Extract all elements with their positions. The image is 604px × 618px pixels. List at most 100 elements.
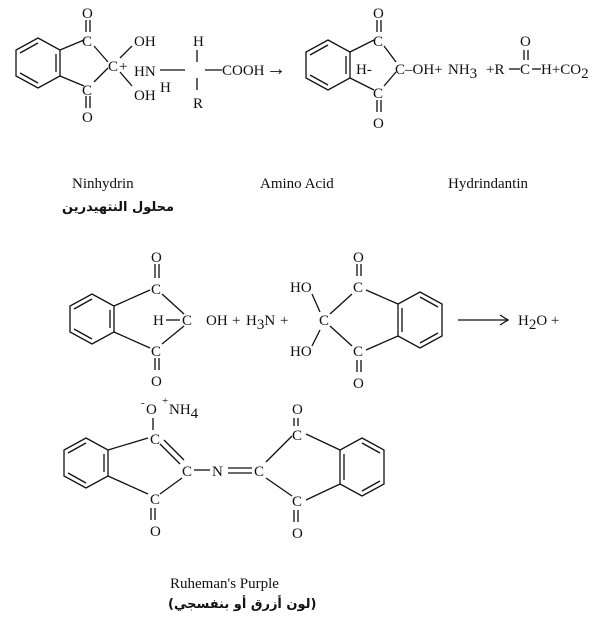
atom-label: OH bbox=[206, 313, 228, 329]
hydrindantin-structure: O C H- C –OH+ C O bbox=[305, 6, 443, 132]
atom-label: O bbox=[146, 402, 157, 418]
reactant-bond bbox=[161, 325, 185, 345]
reactant2-ring-double-bond bbox=[419, 332, 439, 344]
atom-label: H+CO2 bbox=[541, 62, 589, 82]
purple-ring-double-bond bbox=[361, 442, 381, 454]
plus-sign: + bbox=[280, 313, 288, 329]
reactant-ring-double-bond bbox=[73, 328, 93, 340]
atom-label: C bbox=[150, 432, 160, 448]
reactant2-benzene-ring bbox=[397, 291, 443, 349]
atom-label: HN bbox=[134, 64, 156, 80]
atom-label: C bbox=[353, 280, 363, 296]
reactant2-bond bbox=[329, 325, 353, 347]
charge-label: + bbox=[162, 395, 168, 407]
caption-ruhemans-purple: Ruheman's Purple bbox=[170, 576, 279, 592]
ninhydrin-benzene-ring bbox=[15, 37, 61, 89]
atom-label: COOH bbox=[222, 63, 265, 79]
purple-double-bond bbox=[163, 439, 185, 461]
charge-label: - bbox=[141, 397, 145, 409]
atom-label: H- bbox=[356, 62, 372, 78]
hydrindantin-reactant-structure: O C H C OH + C O bbox=[69, 250, 240, 390]
atom-label: O bbox=[151, 374, 162, 390]
atom-label: +R bbox=[486, 62, 504, 78]
atom-label: C bbox=[108, 59, 118, 75]
caption-amino-acid: Amino Acid bbox=[260, 176, 334, 192]
atom-label: C bbox=[254, 464, 264, 480]
atom-label: C bbox=[82, 34, 92, 50]
atom-label: O bbox=[373, 6, 384, 22]
atom-label: O bbox=[373, 116, 384, 132]
reactant2-ring-double-bond bbox=[419, 296, 439, 308]
water-product-label: H2O + bbox=[518, 313, 559, 333]
purple-left-benzene-ring bbox=[63, 437, 109, 489]
atom-label: C bbox=[395, 62, 405, 78]
atom-label: OH bbox=[134, 88, 156, 104]
caption-ninhydrin: Ninhydrin bbox=[72, 176, 134, 192]
atom-label: C bbox=[373, 86, 383, 102]
purple-bond bbox=[107, 475, 149, 495]
ammonium-label: NH4 bbox=[169, 402, 199, 422]
atom-label: C bbox=[520, 62, 530, 78]
reactant2-bond bbox=[329, 293, 353, 315]
hydrindantin-bond bbox=[383, 45, 397, 63]
purple-ring-double-bond bbox=[361, 480, 381, 492]
atom-label: C bbox=[353, 344, 363, 360]
reaction-arrow: → bbox=[266, 58, 286, 80]
atom-label: O bbox=[82, 110, 93, 126]
atom-label: C bbox=[292, 494, 302, 510]
hydrindantin-benzene-ring bbox=[305, 39, 351, 91]
atom-label: H bbox=[160, 80, 171, 96]
caption-ruhemans-purple-arabic: (لون أزرق أو بنفسجي) bbox=[168, 595, 317, 612]
atom-label: O bbox=[151, 250, 162, 266]
atom-label: H bbox=[153, 313, 164, 329]
purple-double-bond bbox=[159, 443, 181, 465]
atom-label: N bbox=[212, 464, 223, 480]
reactant-bond bbox=[161, 293, 185, 315]
atom-label: R bbox=[193, 96, 203, 112]
atom-label: C bbox=[373, 34, 383, 50]
caption-ninhydrin-arabic: محلول النتهيدرين bbox=[62, 200, 174, 215]
ammonia-h3n-label: H3N bbox=[246, 313, 275, 333]
atom-label: H bbox=[193, 34, 204, 50]
atom-label: C bbox=[82, 83, 92, 99]
ninhydrin-structure: O C C + OH OH C O bbox=[15, 6, 156, 126]
purple-bond bbox=[305, 433, 341, 451]
atom-label: O bbox=[150, 524, 161, 540]
atom-label: –OH+ bbox=[404, 62, 443, 78]
reactant-bond bbox=[113, 331, 151, 349]
hydrindantin-ring-double-bond bbox=[309, 74, 329, 86]
ninhydrin-ring-double-bond bbox=[19, 42, 39, 54]
purple-bond bbox=[265, 477, 293, 497]
reactant-ring-double-bond bbox=[73, 298, 93, 310]
hydrindantin-bond bbox=[383, 71, 397, 87]
atom-label: HO bbox=[290, 344, 312, 360]
ninhydrin-bond bbox=[93, 45, 109, 63]
ninhydrin-bond bbox=[59, 39, 85, 51]
amino-acid-structure: HN H H COOH R bbox=[134, 34, 265, 112]
reactant2-bond bbox=[365, 289, 399, 305]
atom-label: C bbox=[292, 428, 302, 444]
plus-sign: + bbox=[119, 59, 127, 75]
reactant-benzene-ring bbox=[69, 293, 115, 345]
hydrindantin-bond bbox=[349, 77, 375, 91]
purple-right-benzene-ring bbox=[339, 437, 385, 497]
caption-hydrindantin: Hydrindantin bbox=[448, 176, 528, 192]
reactant2-bond bbox=[311, 329, 321, 347]
purple-ring-double-bond bbox=[67, 472, 87, 484]
atom-label: C bbox=[182, 313, 192, 329]
atom-label: HO bbox=[290, 280, 312, 296]
hydrindantin-ring-double-bond bbox=[309, 44, 329, 56]
plus-sign: + bbox=[232, 313, 240, 329]
ninhydrin-bond bbox=[93, 67, 109, 83]
atom-label: O bbox=[82, 6, 93, 22]
atom-label: C bbox=[151, 282, 161, 298]
ninhydrin-ring-double-bond bbox=[19, 72, 39, 84]
atom-label: C bbox=[182, 464, 192, 480]
atom-label: C bbox=[150, 492, 160, 508]
atom-label: O bbox=[353, 376, 364, 392]
purple-bond bbox=[159, 477, 183, 495]
purple-bond bbox=[305, 483, 341, 501]
atom-label: OH bbox=[134, 34, 156, 50]
ruhemans-purple-structure: O - + NH4 C C C O N C O C C O bbox=[63, 395, 385, 542]
